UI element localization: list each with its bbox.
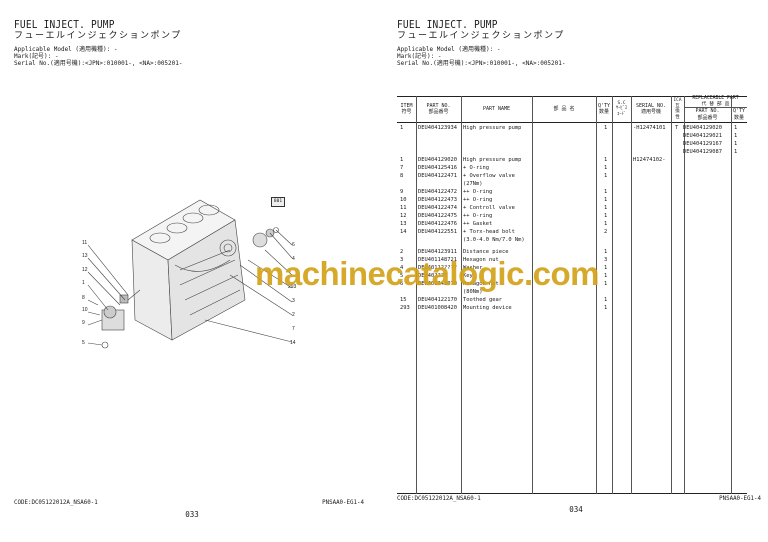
- table-row: 1 DEU404129020 High pressure pump 1 H124…: [400, 157, 666, 163]
- figure-tag: 801: [271, 197, 285, 207]
- mark: Mark(記号): -: [397, 53, 442, 61]
- applicable-model: Applicable Model (適用機種): -: [14, 46, 118, 53]
- replaceable-qty: 1: [734, 149, 738, 155]
- header-qty: Q'TY 数量: [597, 102, 611, 116]
- header-part-no: PART NO. 部品番号: [426, 102, 451, 116]
- replaceable-part-no: DEU404129021: [683, 133, 722, 139]
- page-header: FUEL INJECT. PUMP フューエルインジェクションポンプ Appli…: [14, 19, 183, 68]
- table-row: 13 DEU404122476 ++ Gasket 1: [400, 221, 608, 227]
- table-row: 10 DEU404122473 ++ O-ring 1: [400, 197, 608, 203]
- column-divider: [631, 96, 632, 494]
- table-row: 15 DEU404122170 Toothed gear 1: [400, 297, 608, 303]
- table-row-note: (3.0-4.0 Nm/7.0 Nm): [463, 237, 525, 243]
- callout-12: 12: [82, 267, 88, 273]
- callout-5: 5: [82, 340, 85, 346]
- callout-14: 14: [290, 340, 296, 346]
- callout-7: 7: [292, 326, 295, 332]
- parts-table: ITEM 符号 PART NO. 部品番号 PART NAME 部 品 名 Q'…: [397, 96, 747, 494]
- table-row: 5 DEU40???? Key 1: [400, 273, 608, 279]
- table-row: 9 DEU404122472 ++ O-ring 1: [400, 189, 608, 195]
- callout-1: 1: [82, 280, 85, 286]
- header-ica: ICA 互 換 性: [673, 98, 682, 120]
- table-row: 11 DEU404122474 + Controll valve 1: [400, 205, 608, 211]
- table-row: 4 DEU40112???? Washer 1: [400, 265, 608, 271]
- column-divider: [731, 96, 732, 494]
- footer-id: PNSAA0-EG1-4: [322, 500, 364, 506]
- header-part-name: PART NAME: [482, 105, 511, 112]
- header-serial-no: SERIAL NO. 適用号機: [635, 102, 667, 116]
- exploded-diagram: 11 13 12 1 8 10 9 5 6 4 293 3 2 7 14: [80, 160, 310, 360]
- page-number: 034: [569, 505, 583, 514]
- header-service-code: S.C ｻｰﾋﾞｽ ｺｰﾄﾞ: [616, 100, 627, 117]
- table-row: 14 DEU404122551 + Torx-head bolt 2: [400, 229, 608, 235]
- replaceable-qty: 1: [734, 125, 738, 131]
- footer-id: PNSAA0-EG1-4: [719, 496, 761, 502]
- callout-9: 9: [82, 320, 85, 326]
- table-row-note: (27Nm): [463, 181, 483, 187]
- table-row: 7 DEU404125416 + O-ring 1: [400, 165, 608, 171]
- table-row: 3 DEU401148721 Hexagon nut 3: [400, 257, 608, 263]
- replaceable-qty: 1: [734, 141, 738, 147]
- callout-11: 11: [82, 240, 88, 246]
- table-bottom-rule: [397, 493, 747, 494]
- column-divider: [461, 96, 462, 494]
- column-divider: [532, 96, 533, 494]
- replaceable-part-no: DEU404129167: [683, 141, 722, 147]
- callout-10: 10: [82, 307, 88, 313]
- replaceable-part-no: DEU404129087: [683, 149, 722, 155]
- footer-code: CODE:DC05122012A_NSA60-1: [14, 500, 98, 506]
- table-row: 1 DEU404123934 High pressure pump 1 -H12…: [400, 125, 679, 131]
- title-english: FUEL INJECT. PUMP: [14, 19, 115, 32]
- replaceable-part-no: DEU404129020: [683, 125, 722, 131]
- page-number: 033: [185, 510, 199, 519]
- column-divider: [612, 96, 613, 494]
- table-row: 293 DEU401008420 Mounting device 1: [400, 305, 608, 311]
- title-japanese: フューエルインジェクションポンプ: [397, 31, 565, 41]
- callout-13: 13: [82, 253, 88, 259]
- serial-range: Serial No.(適用号機):<JPN>:010001-, <NA>:005…: [14, 60, 183, 68]
- left-page: FUEL INJECT. PUMP フューエルインジェクションポンプ Appli…: [14, 19, 364, 519]
- callout-8: 8: [82, 295, 85, 301]
- table-top-rule: [397, 96, 747, 97]
- table-row: 6 DEU401143070 Hexagon nut 1: [400, 281, 608, 287]
- column-divider: [416, 96, 417, 494]
- applicable-model: Applicable Model (適用機種): -: [397, 46, 501, 53]
- title-japanese: フューエルインジェクションポンプ: [14, 31, 182, 41]
- column-divider: [684, 96, 685, 494]
- title-english: FUEL INJECT. PUMP: [397, 19, 498, 32]
- table-row: 8 DEU404122471 + Overflow valve 1: [400, 173, 608, 179]
- watermark: machinecatalogic.com: [255, 255, 599, 292]
- header-jp-name: 部 品 名: [553, 105, 575, 112]
- page-header: FUEL INJECT. PUMP フューエルインジェクションポンプ Appli…: [397, 19, 566, 68]
- table-header-rule: [397, 122, 747, 123]
- table-row: 2 DEU404123911 Distance piece 1: [400, 249, 608, 255]
- callout-3: 3: [292, 298, 295, 304]
- callout-4: 4: [292, 256, 295, 262]
- replaceable-qty: 1: [734, 133, 738, 139]
- header-rep-part-no: PART NO. 部品番号: [695, 108, 720, 121]
- header-rep-qty: Q'TY 数量: [732, 108, 746, 121]
- header-replaceable-part: REPLACEABLE PART 代 替 部 品: [692, 96, 739, 107]
- table-row-note: (80Nm): [463, 289, 483, 295]
- column-divider: [671, 96, 672, 494]
- serial-range: Serial No.(適用号機):<JPN>:010001-, <NA>:005…: [397, 60, 566, 68]
- header-item: ITEM 符号: [400, 102, 413, 116]
- callout-293: 293: [288, 284, 297, 290]
- footer-code: CODE:DC05122012A_NSA60-1: [397, 496, 481, 502]
- callout-6: 6: [292, 242, 295, 248]
- callout-2: 2: [292, 312, 295, 318]
- engine-block-illustration: [87, 199, 293, 349]
- right-page: FUEL INJECT. PUMP フューエルインジェクションポンプ Appli…: [384, 0, 768, 542]
- table-row: 12 DEU404122475 ++ O-ring 1: [400, 213, 608, 219]
- mark: Mark(記号): -: [14, 53, 59, 61]
- column-divider: [596, 96, 597, 494]
- replaceable-header-split: [684, 107, 747, 108]
